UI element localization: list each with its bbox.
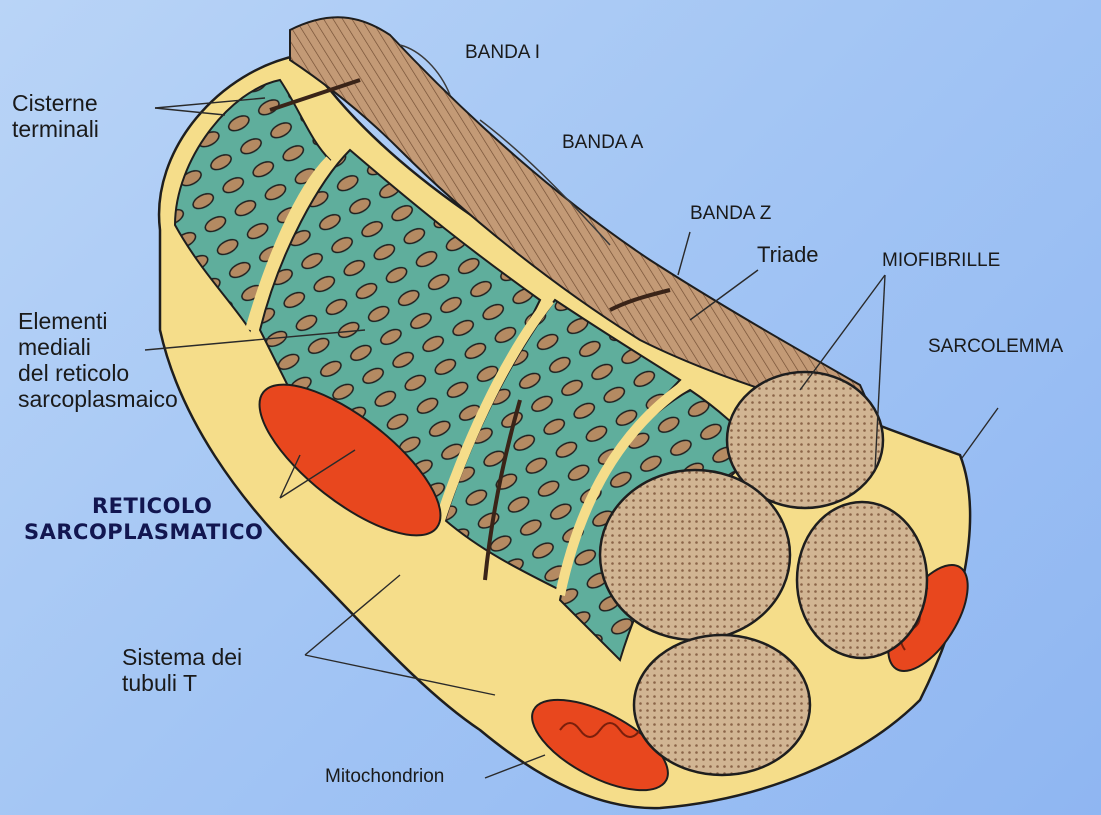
label-triade: Triade bbox=[757, 244, 819, 266]
label-line: RETICOLO bbox=[24, 493, 263, 519]
label-line: Cisterne bbox=[12, 90, 99, 116]
label-line: mediali bbox=[18, 334, 178, 360]
label-miofibrille: MIOFIBRILLE bbox=[882, 250, 1000, 272]
label-line: sarcoplasmaico bbox=[18, 386, 178, 412]
myofibril-section bbox=[600, 470, 790, 640]
label-line: del reticolo bbox=[18, 360, 178, 386]
label-sistema-tubuli-t: Sistema dei tubuli T bbox=[122, 644, 242, 696]
label-reticolo-sarcoplasmatico: RETICOLO SARCOPLASMATICO bbox=[24, 493, 263, 545]
myofibril-section bbox=[634, 635, 810, 775]
label-line: SARCOPLASMATICO bbox=[24, 519, 263, 545]
label-line: Sistema dei bbox=[122, 644, 242, 670]
label-line: Elementi bbox=[18, 308, 178, 334]
myofibril-section bbox=[797, 502, 927, 658]
label-banda-z: BANDA Z bbox=[690, 203, 771, 225]
label-cisterne-terminali: Cisterne terminali bbox=[12, 90, 99, 142]
label-mitochondrion: Mitochondrion bbox=[325, 766, 444, 788]
label-sarcolemma: SARCOLEMMA bbox=[928, 336, 1063, 358]
label-elementi-mediali: Elementi mediali del reticolo sarcoplasm… bbox=[18, 308, 178, 412]
label-line: terminali bbox=[12, 116, 99, 142]
label-banda-i: BANDA I bbox=[465, 42, 540, 64]
label-banda-a: BANDA A bbox=[562, 132, 643, 154]
label-line: tubuli T bbox=[122, 670, 242, 696]
